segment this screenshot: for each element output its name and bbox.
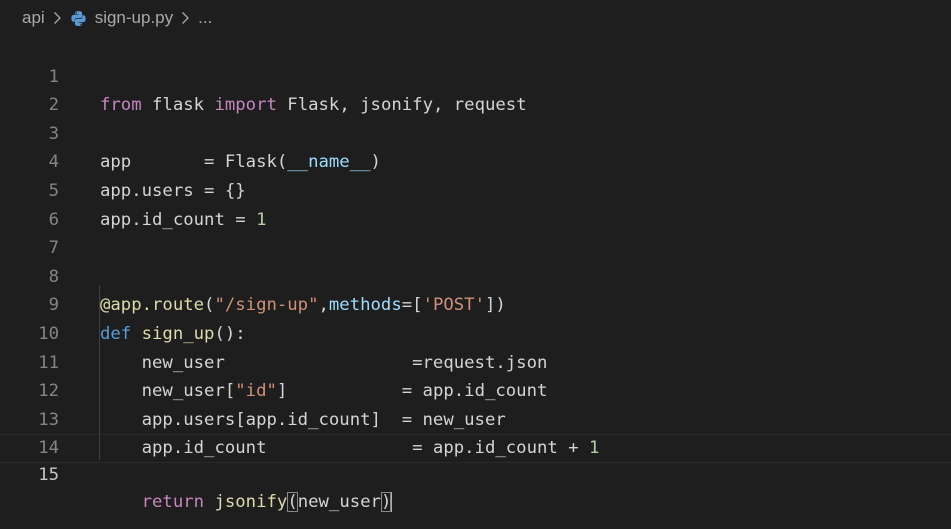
code-line[interactable]: 11 new_user["id"] = app.id_count (0, 320, 951, 402)
indent-guide (99, 285, 100, 460)
line-text: app = Flask(__name__) (100, 152, 381, 173)
line-number: 11 (38, 352, 59, 373)
line-text: app.id_count = app.id_count + 1 (100, 438, 600, 459)
code-line[interactable]: 5 app.id_count = 1 (0, 148, 951, 230)
code-line[interactable]: 9 def sign_up(): (0, 263, 951, 344)
code-line[interactable]: 13 app.id_count = app.id_count + 1 (0, 377, 951, 459)
breadcrumb-more[interactable]: ... (198, 8, 213, 27)
code-line[interactable]: 1 from flask import Flask, jsonify, requ… (0, 34, 951, 116)
line-number: 7 (48, 238, 59, 259)
chevron-right-icon (53, 12, 61, 24)
line-text: new_user =request.json (100, 352, 548, 373)
line-text: return jsonify(new_user) (141, 491, 393, 512)
line-number: 10 (38, 323, 59, 344)
code-line[interactable]: 2 (0, 63, 951, 115)
breadcrumb-file[interactable]: sign-up.py (94, 8, 174, 27)
line-text: new_user["id"] = app.id_count (100, 381, 548, 402)
line-number: 12 (38, 381, 59, 402)
line-number: 4 (48, 152, 59, 173)
line-text: from flask import Flask, jsonify, reques… (100, 95, 527, 116)
line-text: app.users = {} (100, 180, 246, 201)
code-line[interactable]: 12 app.users[app.id_count] = new_user (0, 349, 951, 430)
code-line[interactable]: 6 (0, 177, 951, 230)
current-line[interactable]: 15 return jsonify(new_user) (0, 434, 951, 512)
line-text: @app.route("/sign-up",methods=['POST']) (100, 295, 506, 316)
python-file-icon (71, 10, 86, 26)
line-number: 1 (48, 66, 59, 87)
line-text: def sign_up(): (100, 323, 246, 344)
line-number: 2 (48, 95, 59, 116)
line-number: 13 (38, 409, 59, 430)
breadcrumb-folder[interactable]: api (22, 8, 45, 27)
text-cursor (390, 491, 393, 512)
line-text: app.users[app.id_count] = new_user (100, 409, 506, 430)
matching-bracket: ) (380, 491, 392, 512)
line-number: 14 (38, 438, 59, 459)
code-line[interactable]: 14 (0, 406, 951, 458)
code-line[interactable]: 8 @app.route("/sign-up",methods=['POST']… (0, 234, 951, 316)
line-text: app.id_count = 1 (100, 209, 267, 230)
breadcrumb: api sign-up.py ... (22, 6, 212, 30)
line-number: 3 (48, 123, 59, 144)
line-number: 9 (48, 295, 59, 316)
code-line[interactable]: 3 app = Flask(__name__) (0, 91, 951, 173)
chevron-right-icon (182, 12, 190, 24)
line-number: 8 (48, 266, 59, 287)
line-number: 5 (48, 180, 59, 201)
matching-bracket: ( (287, 491, 298, 512)
code-line[interactable]: 7 (0, 206, 951, 258)
line-number: 6 (48, 209, 59, 230)
code-line[interactable]: 10 new_user =request.json (0, 291, 951, 373)
code-line[interactable]: 4 app.users = {} (0, 120, 951, 201)
line-number: 15 (38, 464, 59, 485)
code-area[interactable]: 1 from flask import Flask, jsonify, requ… (0, 34, 951, 512)
